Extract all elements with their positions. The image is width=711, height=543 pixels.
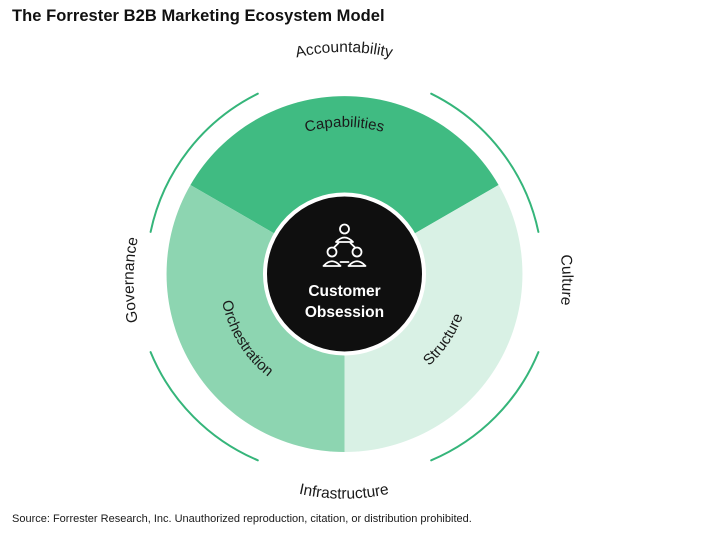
outer-label-accountability: Accountability [294,39,395,62]
center-label-line2: Obsession [305,304,384,321]
segment-capabilities [190,96,499,274]
outer-label-governance: Governance [121,236,142,325]
page-title: The Forrester B2B Marketing Ecosystem Mo… [12,7,385,25]
ring-arc-top-right [430,92,540,233]
ring-arc-bottom-right [430,351,540,462]
outer-label-culture: Culture [557,254,575,306]
outer-ring [149,92,540,462]
people-network-icon [322,223,367,267]
ring-arc-top-left [149,92,259,233]
center-label-line1: Customer [308,283,380,300]
source-note: Source: Forrester Research, Inc. Unautho… [12,513,472,525]
outer-label-infrastructure: Infrastructure [298,481,390,503]
ring-arc-bottom-left [149,351,259,462]
center-circle [263,192,426,356]
